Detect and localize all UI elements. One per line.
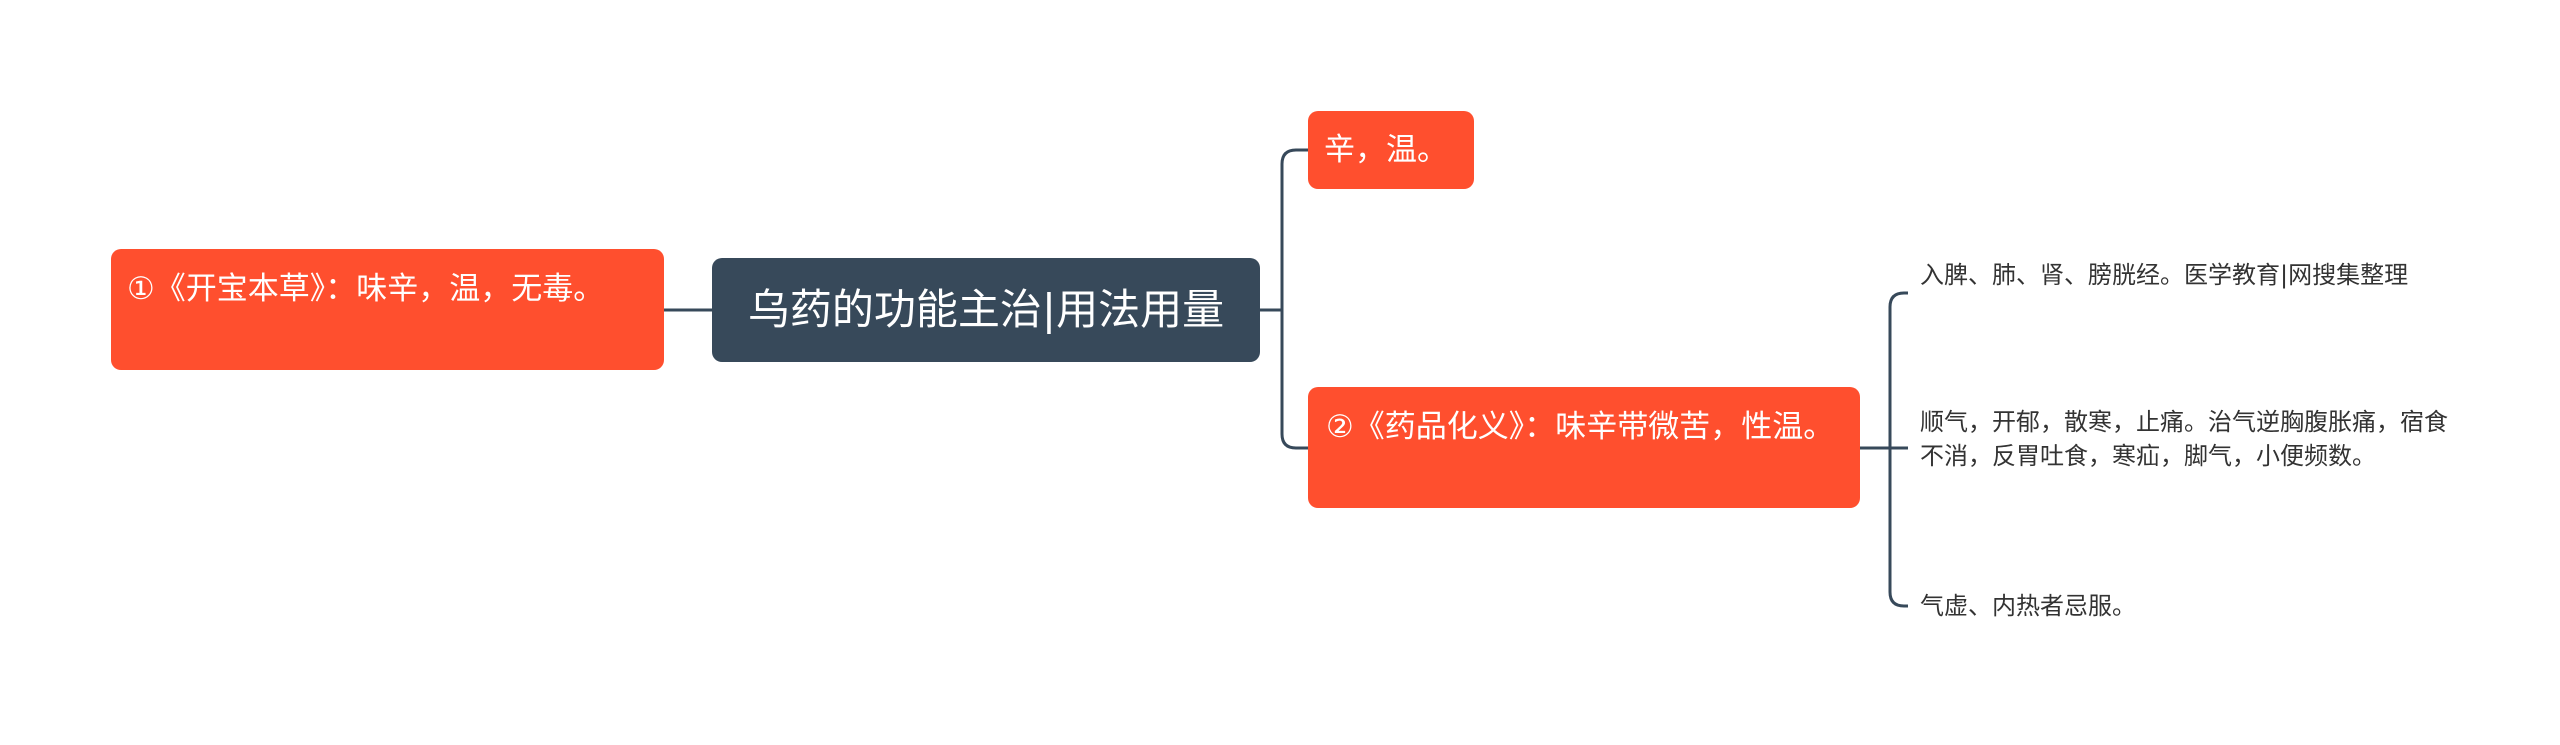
branch-yaopin-huayi-label: ②《药品化义》：味辛带微苦，性温。 — [1326, 409, 1835, 445]
connector-right-trunk — [1280, 148, 1308, 450]
root-topic-label: 乌药的功能主治|用法用量 — [747, 285, 1225, 334]
leaf-contraindications[interactable]: 气虚、内热者忌服。 — [1920, 589, 2448, 623]
leaf-meridians-label: 入脾、肺、肾、膀胱经。医学教育|网搜集整理 — [1920, 261, 2409, 289]
leaf-indications[interactable]: 顺气，开郁，散寒，止痛。治气逆胸腹胀痛，宿食不消，反胃吐食，寒疝，脚气，小便频数… — [1920, 405, 2448, 473]
branch-yaopin-huayi[interactable]: ②《药品化义》：味辛带微苦，性温。 — [1308, 387, 1860, 508]
branch-kaibao-bencao[interactable]: ①《开宝本草》：味辛，温，无毒。 — [111, 249, 664, 370]
branch-kaibao-bencao-label: ①《开宝本草》：味辛，温，无毒。 — [127, 271, 605, 307]
leaf-meridians[interactable]: 入脾、肺、肾、膀胱经。医学教育|网搜集整理 — [1920, 258, 2448, 292]
leaf-indications-label: 顺气，开郁，散寒，止痛。治气逆胸腹胀痛，宿食不消，反胃吐食，寒疝，脚气，小便频数… — [1920, 408, 2448, 470]
root-topic[interactable]: 乌药的功能主治|用法用量 — [712, 258, 1260, 362]
branch-taste-nature-label: 辛，温。 — [1324, 132, 1448, 168]
branch-taste-nature[interactable]: 辛，温。 — [1308, 111, 1474, 189]
leaf-contraindications-label: 气虚、内热者忌服。 — [1920, 592, 2136, 620]
